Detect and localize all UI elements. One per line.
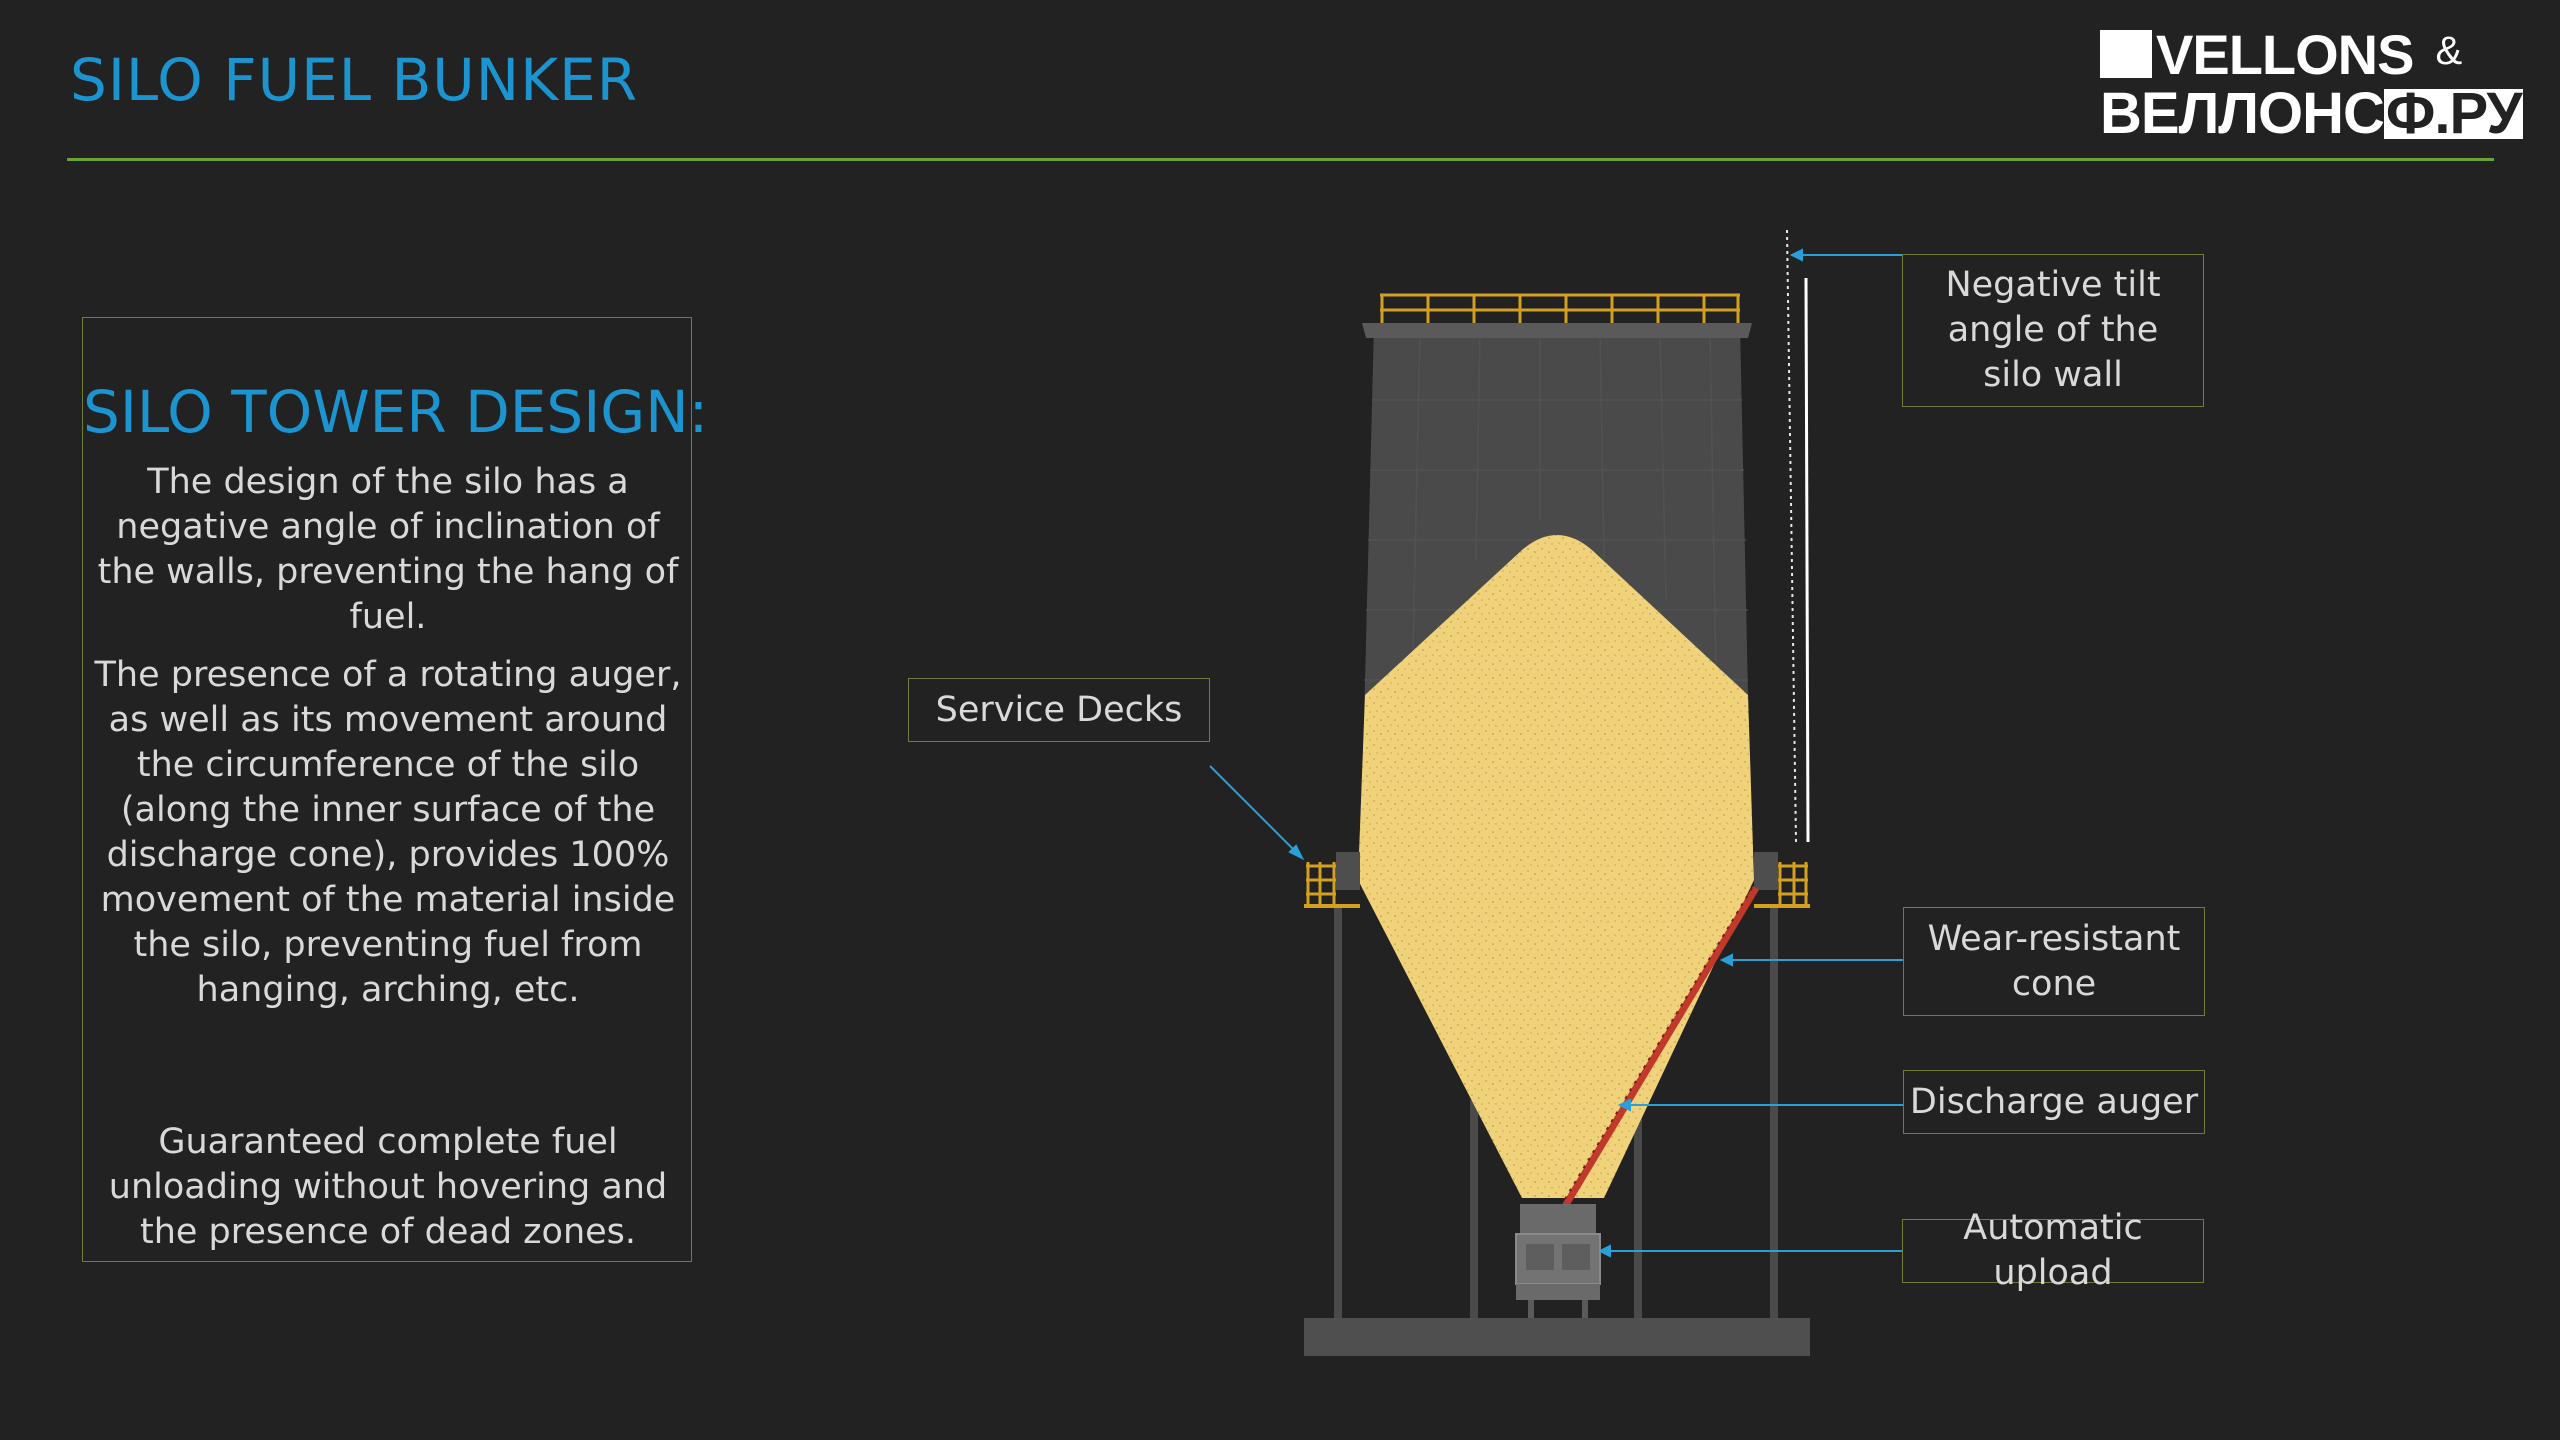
page-title: SILO FUEL BUNKER xyxy=(70,46,639,114)
info-paragraph-2: The presence of a rotating auger, as wel… xyxy=(94,655,682,1010)
silo-roof xyxy=(1362,323,1752,338)
auger-flights xyxy=(1555,887,1753,1215)
info-heading: SILO TOWER DESIGN: xyxy=(83,378,709,446)
title-divider xyxy=(67,158,2494,161)
left-flange xyxy=(1336,852,1360,890)
callout-negative-tilt: Negative tilt angle of the silo wall xyxy=(1902,254,2204,407)
tilt-reference-line xyxy=(1804,277,1810,843)
info-paragraph-3: Guaranteed complete fuel unloading witho… xyxy=(108,1122,668,1252)
callout-discharge-auger: Discharge auger xyxy=(1903,1070,2205,1134)
support-legs xyxy=(1334,905,1778,1318)
fuel-material xyxy=(1358,535,1754,1198)
design-info-panel: SILO TOWER DESIGN: The design of the sil… xyxy=(82,317,709,1262)
logo-line-2: ВЕЛЛОНСФ.РУ xyxy=(2100,81,2524,146)
right-flange xyxy=(1754,852,1778,890)
logo-line-1: VELLONS& xyxy=(2100,22,2462,87)
callout-automatic-upload: Automatic upload xyxy=(1902,1208,2204,1293)
automatic-upload-unit xyxy=(1515,1204,1601,1318)
callout-wear-resistant-cone: Wear-resistant cone xyxy=(1903,907,2205,1016)
roof-railing xyxy=(1380,293,1740,323)
vertical-reference-dotted xyxy=(1786,229,1797,843)
callout-service-decks: Service Decks xyxy=(908,678,1210,742)
leader-lines xyxy=(1209,248,1903,1258)
service-deck-right xyxy=(1754,862,1810,908)
discharge-auger xyxy=(1554,886,1760,1220)
foundation-slab xyxy=(1304,1318,1810,1356)
logo-square-mark xyxy=(2100,30,2152,78)
service-deck-left xyxy=(1304,862,1360,908)
leader-service-decks xyxy=(1209,765,1297,853)
info-paragraph-1: The design of the silo has a negative an… xyxy=(97,462,679,637)
company-logo: VELLONS& ВЕЛЛОНСФ.РУ xyxy=(2100,22,2524,146)
